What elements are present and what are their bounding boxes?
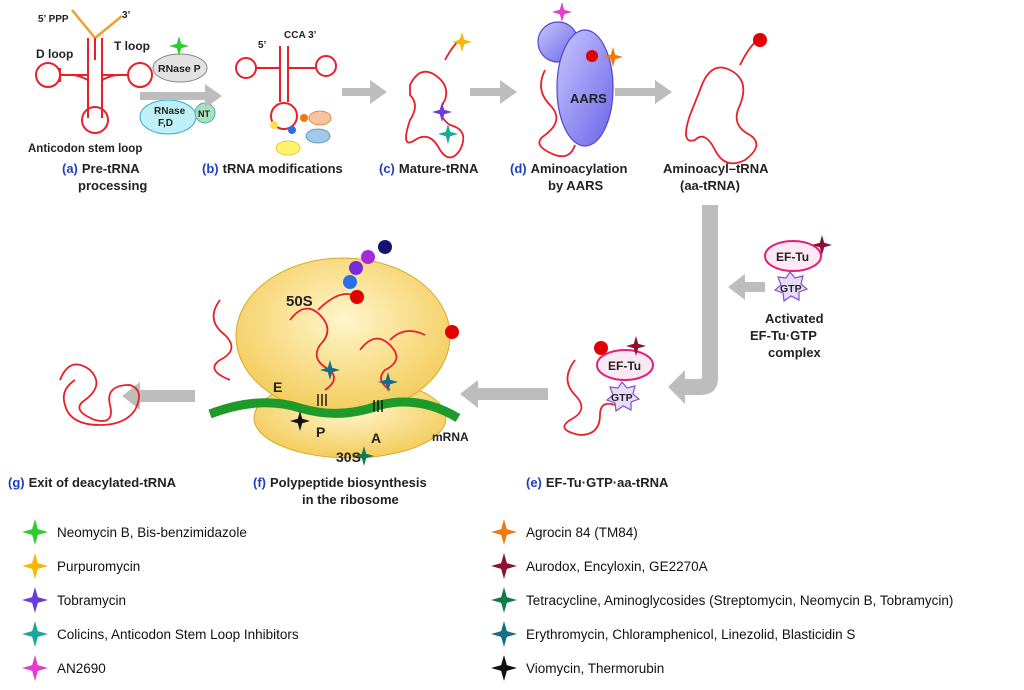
arrow-e-f — [460, 380, 548, 408]
step-e-caption: (e)EF-Tu·GTP·aa-tRNA — [526, 475, 669, 490]
legend: Neomycin B, Bis-benzimidazolePurpuromyci… — [21, 519, 953, 681]
step-d-caption-2: by AARS — [548, 178, 603, 193]
step-f-caption: (f)Polypeptide biosynthesis — [253, 475, 427, 490]
gtp-label-e: GTP — [611, 392, 633, 404]
arrow-b-c — [342, 80, 387, 104]
ribosome — [208, 240, 461, 459]
gtp-label-top: GTP — [780, 283, 802, 295]
five-prime-b-label: 5’ — [258, 40, 267, 51]
step-a-caption: (a)Pre-tRNA — [62, 161, 140, 176]
top-arrows — [140, 80, 672, 108]
ef-tu-gtp-aa-trna: EF-Tu GTP — [563, 341, 654, 436]
anticodon-label: Anticodon stem loop — [28, 143, 142, 155]
activated-caption-1: Activated — [765, 311, 824, 326]
ribosome-30s-label: 30S — [336, 449, 361, 465]
rnase-p-enzyme: RNase P — [152, 53, 208, 83]
legend-star-icon — [21, 553, 48, 579]
aminoacyl-trna — [685, 33, 767, 165]
five-ppp-label: 5’ PPP — [38, 14, 69, 25]
legend-item-label: Agrocin 84 (TM84) — [526, 525, 638, 540]
activated-caption-2: EF-Tu·GTP — [750, 328, 817, 343]
aminoacyl-caption-2: (aa-tRNA) — [680, 178, 740, 193]
legend-item-label: Aurodox, Encyloxin, GE2270A — [526, 559, 708, 574]
legend-item-label: Erythromycin, Chloramphenicol, Linezolid… — [526, 627, 855, 642]
rnase-fd-label-1: RNase — [154, 106, 186, 117]
legend-star-icon — [491, 621, 517, 647]
rnase-p-label: RNase P — [158, 63, 201, 75]
three-prime-label: 3’ — [122, 10, 131, 21]
arrow-f-g — [122, 382, 195, 410]
mrna-strand — [208, 397, 461, 422]
step-d-caption: (d)Aminoacylation — [510, 161, 627, 176]
activated-caption-3: complex — [768, 345, 822, 360]
legend-item-label: Neomycin B, Bis-benzimidazole — [57, 525, 247, 540]
site-e-label: E — [273, 379, 282, 395]
legend-star-icon — [21, 621, 48, 647]
step-b-caption: (b)tRNA modifications — [202, 161, 343, 176]
tobramycin-star-icon — [432, 102, 452, 122]
modified-trna — [235, 46, 337, 156]
deacylated-trna — [59, 363, 140, 426]
legend-item-label: Tetracycline, Aminoglycosides (Streptomy… — [526, 593, 953, 608]
ef-tu-label-e: EF-Tu — [608, 359, 641, 373]
arrow-c-d — [470, 80, 517, 104]
legend-star-icon — [491, 587, 517, 613]
legend-star-icon — [21, 655, 48, 681]
ribosome-50s-label: 50S — [286, 293, 313, 310]
bent-arrow — [668, 205, 718, 404]
arrow-a-b — [140, 84, 222, 108]
rnase-fd-enzyme: RNase F,D — [139, 99, 197, 135]
legend-item-label: Purpuromycin — [57, 559, 140, 574]
aars-label: AARS — [570, 91, 607, 106]
mature-trna — [405, 39, 465, 159]
site-p-label: P — [316, 424, 325, 440]
aminoacyl-caption-1: Aminoacyl–tRNA — [663, 161, 769, 176]
rnase-fd-label-2: F,D — [158, 118, 173, 129]
legend-item-label: AN2690 — [57, 661, 106, 676]
step-f-caption-2: in the ribosome — [302, 492, 399, 507]
legend-item-label: Viomycin, Thermorubin — [526, 661, 664, 676]
legend-star-icon — [491, 655, 517, 681]
legend-item-label: Colicins, Anticodon Stem Loop Inhibitors — [57, 627, 299, 642]
an2690-star-icon — [552, 2, 572, 22]
legend-item-label: Tobramycin — [57, 593, 126, 608]
arrow-activated — [728, 274, 765, 300]
legend-star-icon — [21, 587, 48, 613]
step-g-caption: (g)Exit of deacylated-tRNA — [8, 475, 177, 490]
legend-star-icon — [491, 553, 517, 579]
nt-label: NT — [198, 109, 210, 119]
t-loop-label: T loop — [114, 39, 150, 53]
aars-enzyme: AARS — [537, 21, 614, 158]
d-loop-label: D loop — [36, 47, 73, 61]
site-a-label: A — [371, 430, 381, 446]
step-a-caption-2: processing — [78, 178, 147, 193]
arrow-d-aa — [615, 80, 672, 104]
cca-label: CCA 3’ — [284, 30, 317, 41]
pre-trna-cloverleaf — [35, 9, 153, 134]
step-c-caption: (c)Mature-tRNA — [379, 161, 479, 176]
legend-star-icon — [491, 519, 517, 545]
activated-ef-tu: EF-Tu GTP — [764, 240, 822, 303]
legend-star-icon — [21, 519, 48, 545]
mrna-label: mRNA — [432, 430, 469, 444]
ef-tu-label-top: EF-Tu — [776, 250, 809, 264]
purpuromycin-star-icon — [452, 32, 472, 52]
neomycin-star-icon — [169, 36, 189, 56]
